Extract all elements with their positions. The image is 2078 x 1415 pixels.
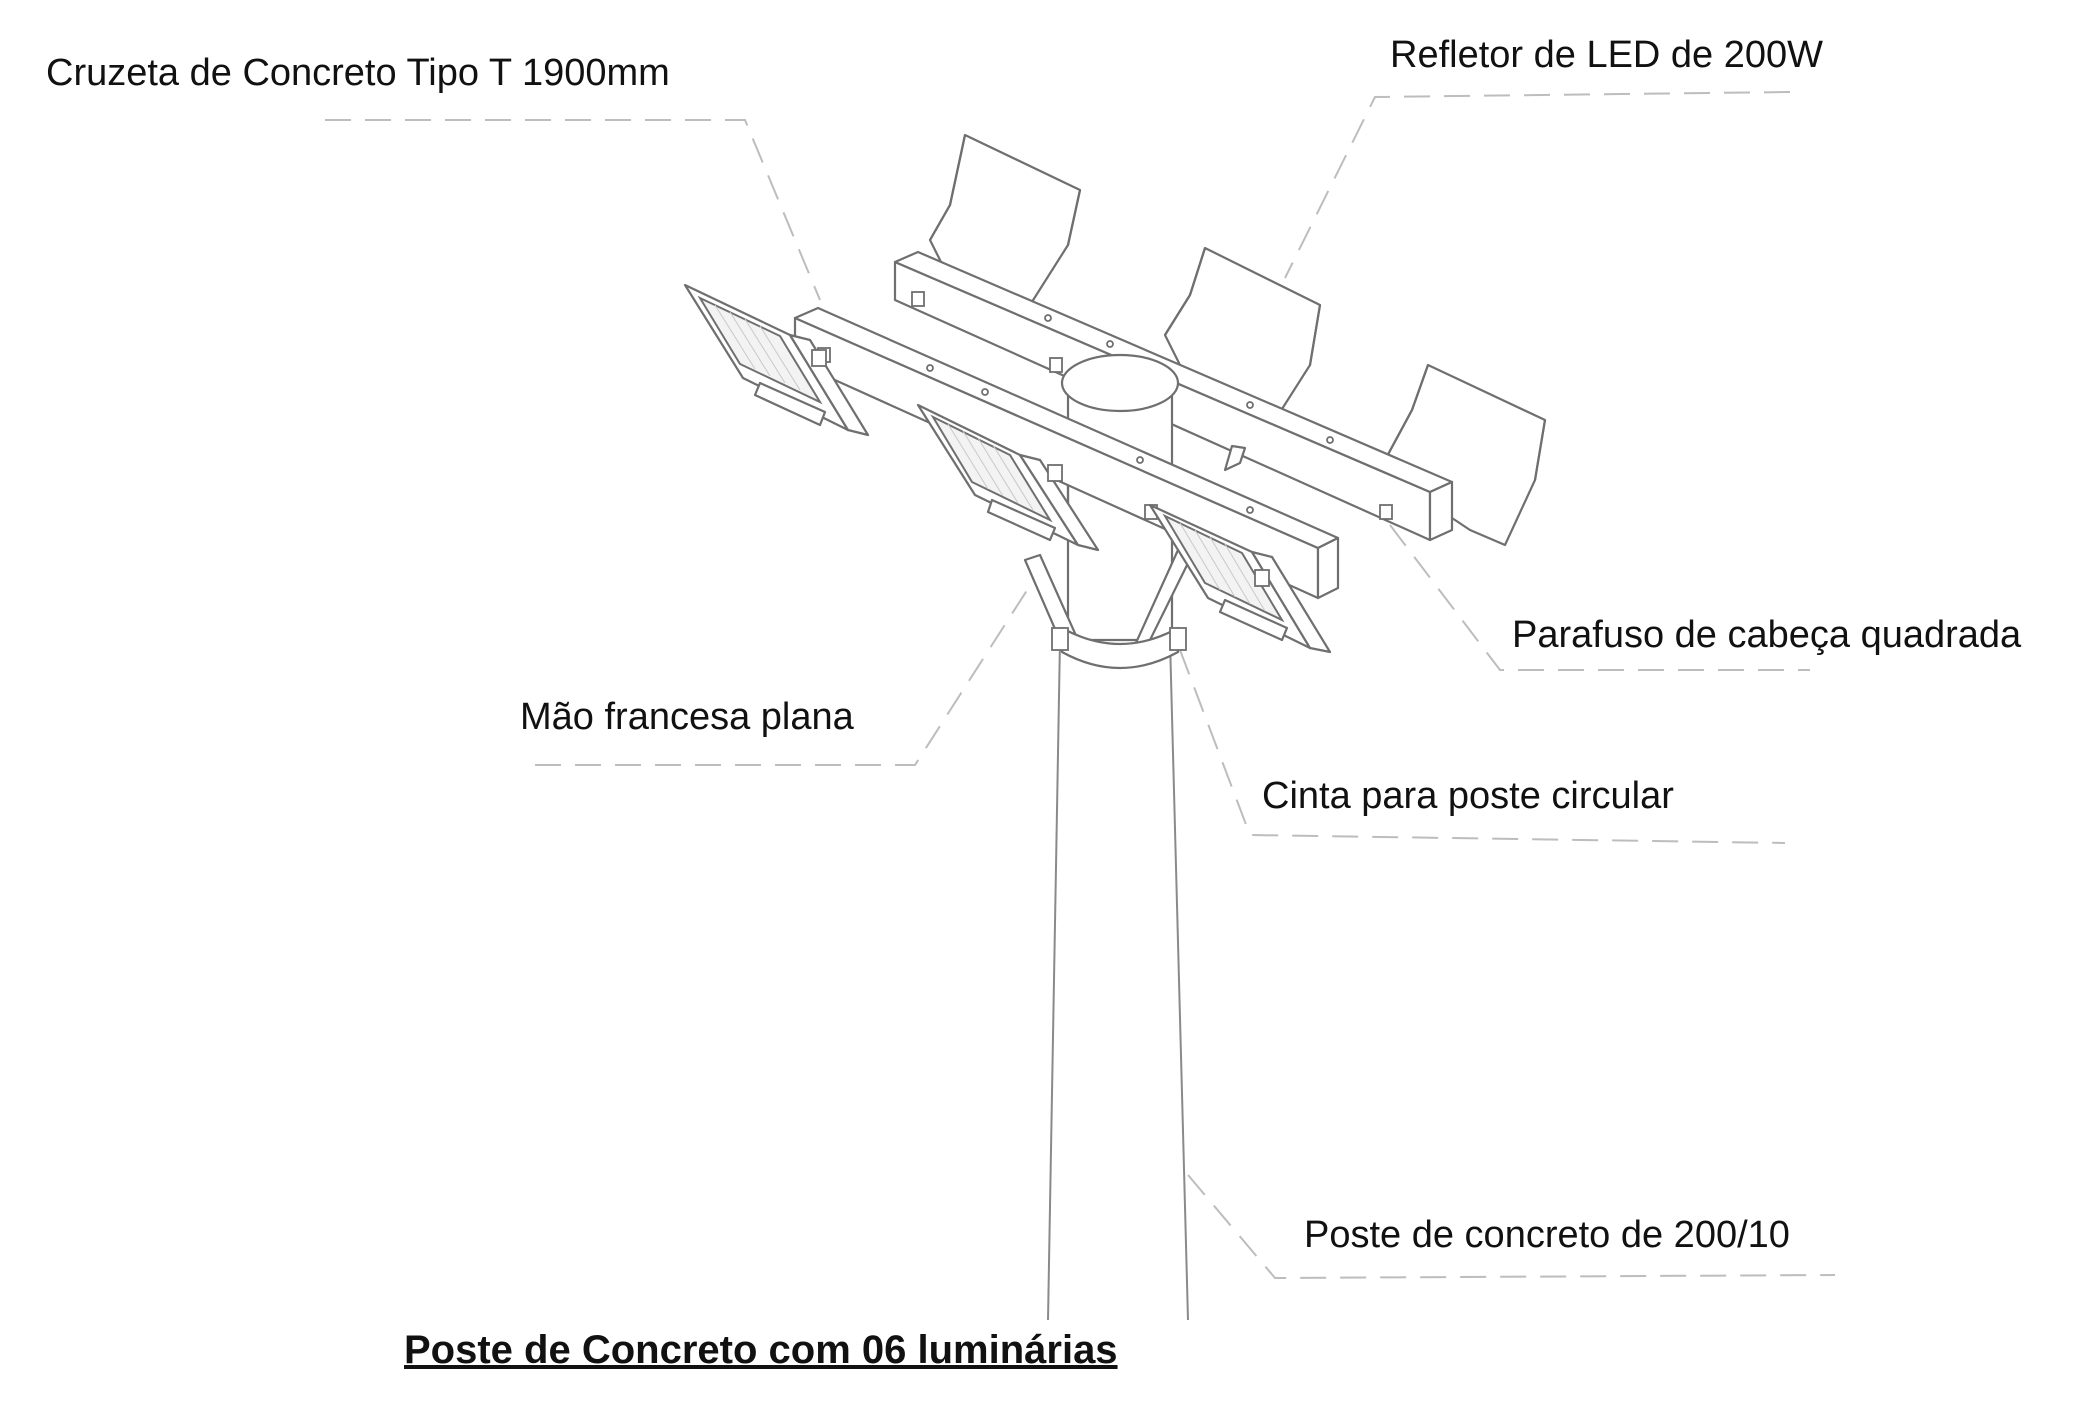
leader-bolt	[1389, 524, 1810, 671]
pole-shaft	[1047, 639, 1189, 1321]
leader-pole	[1187, 1174, 1836, 1280]
label-crossarm: Cruzeta de Concreto Tipo T 1900mm	[46, 52, 670, 94]
leader-crossarm	[325, 119, 821, 301]
leader-strap	[1179, 649, 1786, 844]
leader-lines	[325, 91, 1836, 1280]
diagram-caption: Poste de Concreto com 06 luminárias	[404, 1328, 1118, 1372]
label-pole: Poste de concreto de 200/10	[1304, 1214, 1790, 1256]
label-bracket: Mão francesa plana	[520, 696, 854, 738]
leader-reflector	[1284, 91, 1791, 279]
label-reflector: Refletor de LED de 200W	[1390, 34, 1824, 76]
label-strap: Cinta para poste circular	[1262, 775, 1674, 817]
label-bolt: Parafuso de cabeça quadrada	[1512, 614, 2022, 656]
pole-strap	[1051, 626, 1187, 670]
leader-bracket	[535, 569, 1041, 766]
front-reflectors	[683, 283, 1332, 654]
